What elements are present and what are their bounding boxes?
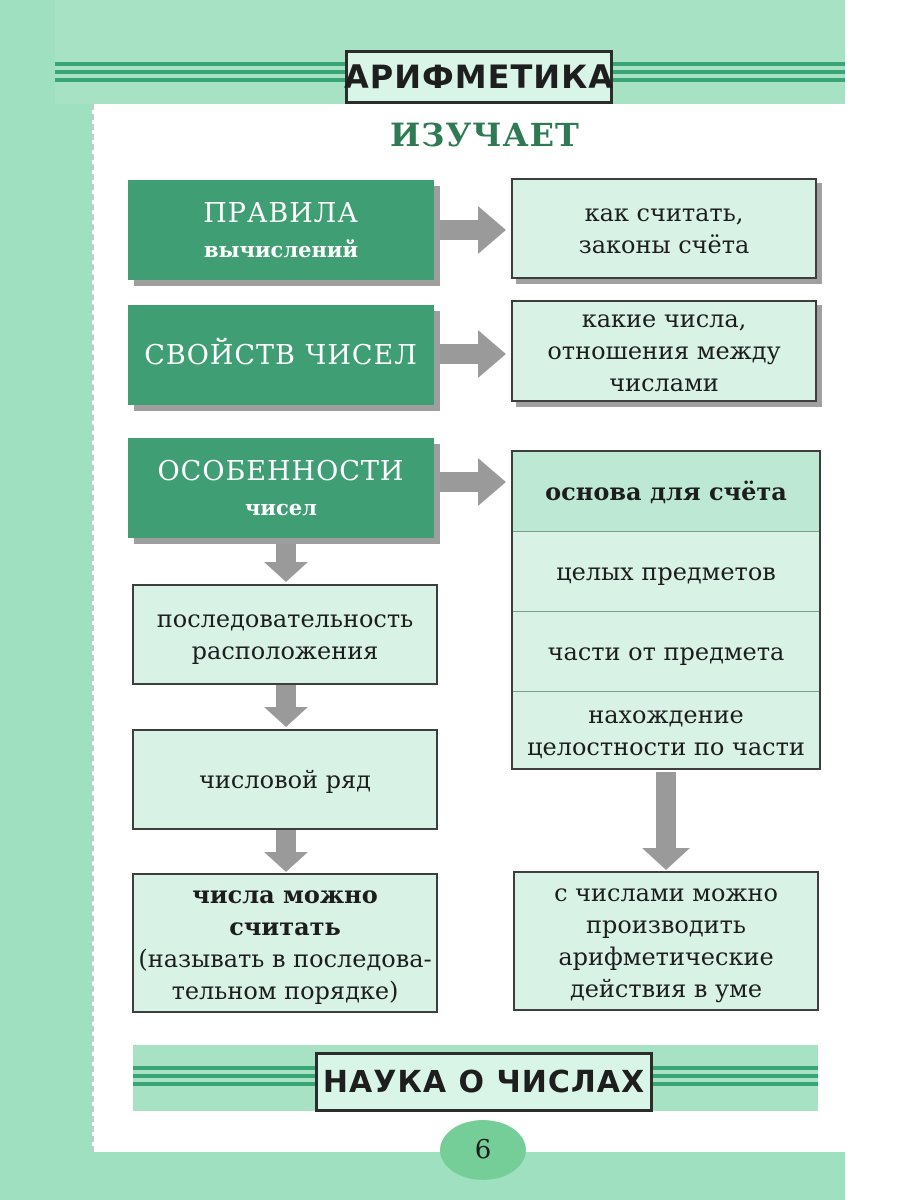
rules-desc-box: как считать, законы счёта <box>511 178 817 279</box>
rules-title: ПРАВИЛА <box>203 198 359 229</box>
rules-desc-line-2: законы счёта <box>578 230 750 259</box>
properties-desc-line-1: какие числа, <box>581 305 747 333</box>
arrow-features-down <box>264 540 308 582</box>
sequence-box: последовательность расположения <box>132 584 438 685</box>
arrow-properties <box>440 330 506 378</box>
conclusion-line-2: производить <box>586 911 746 939</box>
counting-line-1: (называть в последова- <box>138 945 432 973</box>
number-series-text: числовой ряд <box>199 765 371 794</box>
properties-desc-line-3: числами <box>609 369 719 397</box>
conclusion-line-3: арифметические <box>558 943 774 971</box>
basis-item-finding: нахождение целостности по части <box>513 692 819 770</box>
counting-title: числа можно считать <box>192 880 378 941</box>
features-box: ОСОБЕННОСТИ чисел <box>128 438 434 538</box>
conclusion-line-1: с числами можно <box>554 879 778 907</box>
basis-finding-line-2: целостности по части <box>527 733 805 761</box>
rules-subtitle: вычислений <box>203 237 359 262</box>
arrow-rules <box>440 206 506 254</box>
footer-title: НАУКА О ЧИСЛАХ <box>315 1052 653 1112</box>
arrow-basis-down <box>642 772 690 870</box>
arrow-series-down <box>264 830 308 872</box>
counting-box: числа можно считать (называть в последов… <box>132 873 438 1013</box>
features-title: ОСОБЕННОСТИ <box>157 456 405 487</box>
basis-item-part: части от предмета <box>513 612 819 692</box>
header-stripes-left <box>55 62 345 92</box>
features-subtitle: чисел <box>245 495 317 520</box>
basis-box: основа для счёта целых предметов части о… <box>511 450 821 770</box>
page-number: 6 <box>440 1120 526 1180</box>
footer-stripes-right <box>647 1066 818 1096</box>
basis-title: основа для счёта <box>513 452 819 532</box>
number-series-box: числовой ряд <box>132 729 438 830</box>
conclusion-line-4: действия в уме <box>569 975 763 1003</box>
counting-line-2: тельном порядке) <box>171 977 399 1005</box>
arrow-features <box>440 458 506 506</box>
header-title: АРИФМЕТИКА <box>344 50 613 104</box>
properties-desc-line-2: отношения между <box>547 337 781 365</box>
sequence-line-1: последовательность <box>156 604 414 633</box>
properties-box: СВОЙСТВ ЧИСЕЛ <box>128 305 434 405</box>
basis-item-whole: целых предметов <box>513 532 819 612</box>
footer-stripes-left <box>133 1066 315 1096</box>
arrow-sequence-down <box>264 685 308 727</box>
properties-desc-box: какие числа, отношения между числами <box>511 300 817 402</box>
basis-finding-line-1: нахождение <box>588 701 744 729</box>
rules-desc-line-1: как считать, <box>584 198 744 227</box>
properties-title: СВОЙСТВ ЧИСЕЛ <box>144 339 418 371</box>
rules-box: ПРАВИЛА вычислений <box>128 180 434 280</box>
header-stripes-right <box>607 62 845 92</box>
subtitle: ИЗУЧАЕТ <box>390 116 580 154</box>
sequence-line-2: расположения <box>191 636 379 665</box>
conclusion-box: с числами можно производить арифметическ… <box>513 871 819 1011</box>
